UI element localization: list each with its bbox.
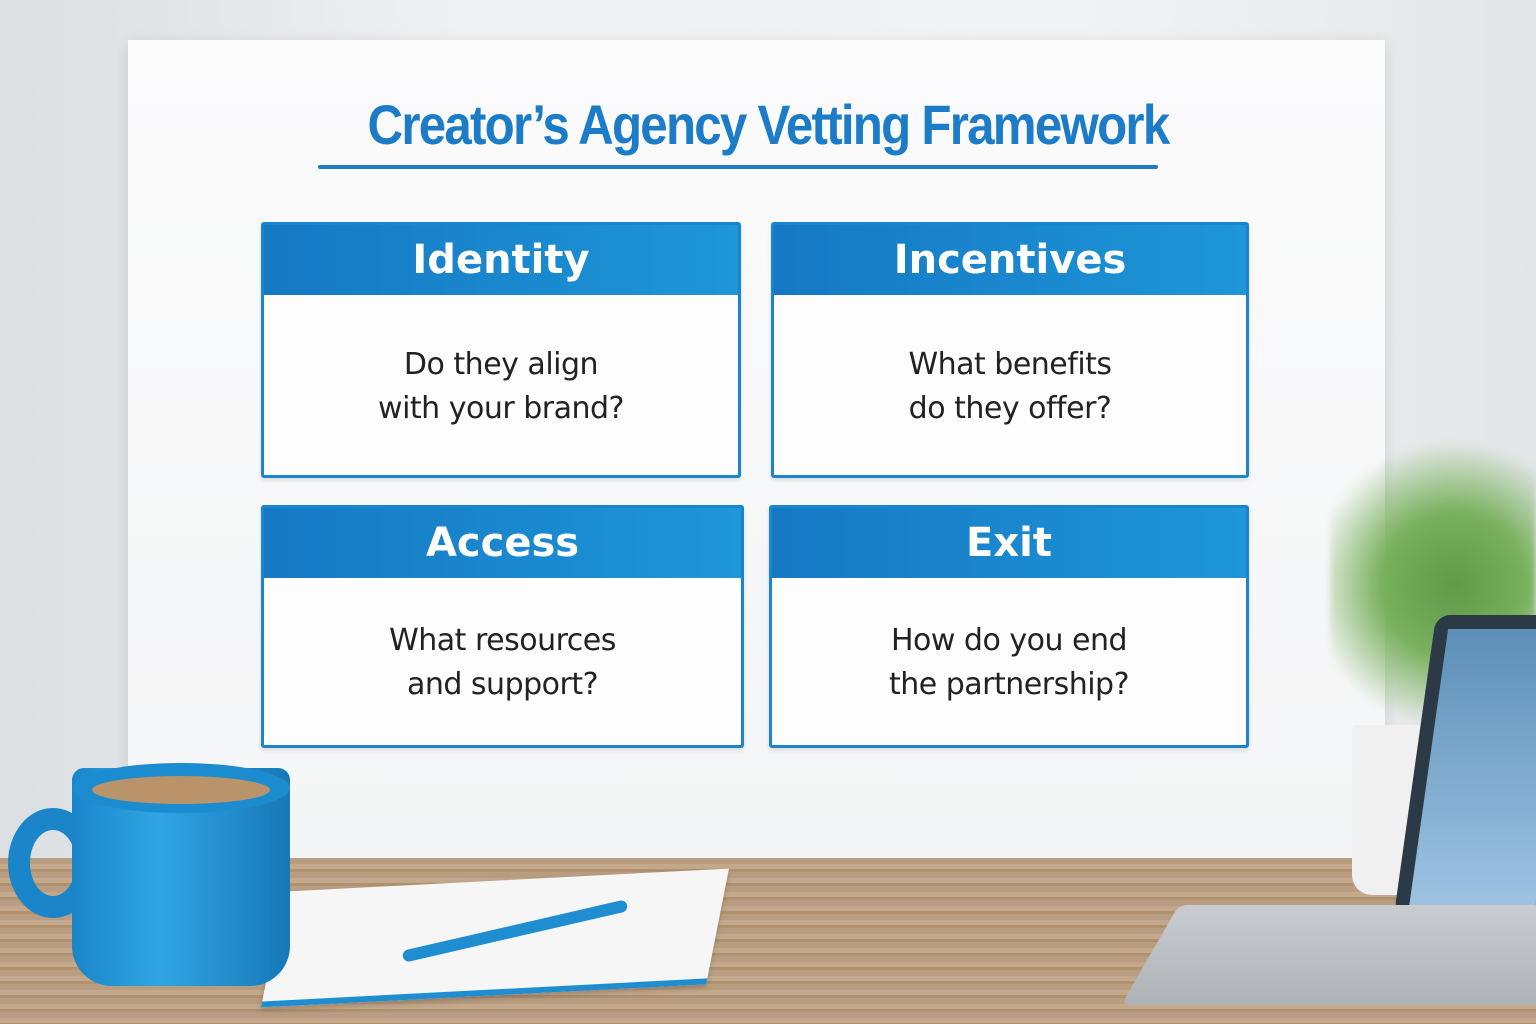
card-access: Access What resources and support? xyxy=(261,505,744,748)
card-question: Do they align with your brand? xyxy=(378,346,624,426)
card-question: What benefits do they offer? xyxy=(908,346,1112,426)
laptop-keyboard xyxy=(1121,905,1536,1005)
card-heading: Access xyxy=(264,508,741,578)
card-heading: Exit xyxy=(772,508,1246,578)
title-underline xyxy=(318,165,1158,169)
card-heading: Identity xyxy=(264,225,738,295)
page-title: Creator’s Agency Vetting Framework xyxy=(367,93,1170,156)
card-identity: Identity Do they align with your brand? xyxy=(261,222,741,478)
card-incentives: Incentives What benefits do they offer? xyxy=(771,222,1249,478)
card-heading: Incentives xyxy=(774,225,1246,295)
coffee xyxy=(92,776,270,804)
card-question: What resources and support? xyxy=(389,623,616,702)
card-exit: Exit How do you end the partnership? xyxy=(769,505,1249,748)
card-question: How do you end the partnership? xyxy=(888,623,1130,702)
